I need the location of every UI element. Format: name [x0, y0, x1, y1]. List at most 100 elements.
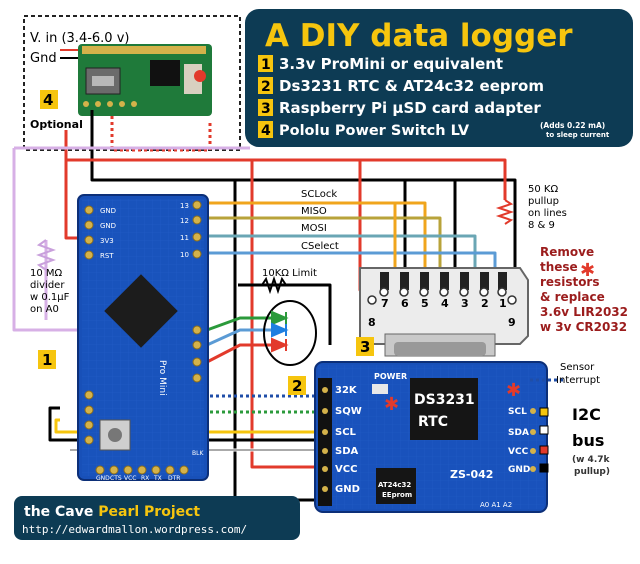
rtc-chip-label-2: RTC — [418, 414, 448, 430]
promini-badge — [38, 350, 56, 369]
promini-board: GND GND 3V3 RST 13 12 11 10 Pro Mini BLK… — [77, 194, 209, 482]
divider-line: 10 MΩ — [30, 268, 63, 279]
rtc-pin-label: 32K — [335, 385, 358, 396]
power-switch-badge-num: 4 — [43, 91, 53, 109]
rtc-pin-label: SQW — [335, 406, 362, 417]
footer-title-a: the Cave — [24, 504, 98, 520]
divider-line: w 0.1µF — [30, 292, 70, 303]
remove-line: resistors — [540, 275, 600, 289]
i2c-legend: I2C bus (w 4.7k pullup) — [539, 405, 611, 477]
part-num: 1 — [261, 57, 271, 73]
promini-badge-num: 1 — [42, 351, 52, 369]
sd-pin-label: 1 — [499, 297, 507, 310]
pullup-line: pullup — [528, 196, 559, 207]
part-num: 3 — [261, 101, 271, 117]
sensor-interrupt-line: Interrupt — [556, 375, 600, 386]
sd-badge-num: 3 — [360, 338, 370, 356]
part-label: Raspberry Pi µSD card adapter — [279, 99, 541, 117]
remove-line: Remove — [540, 245, 594, 259]
promini-bottom-pin: RX — [141, 475, 149, 482]
i2c-line: I2C — [572, 405, 601, 424]
rtc-chip-label: DS3231 — [414, 392, 475, 408]
sd-edge-pin-left: 8 — [368, 316, 376, 329]
part-badge — [258, 55, 273, 72]
pullup-line: 8 & 9 — [528, 220, 555, 231]
divider-line: on A0 — [30, 304, 59, 315]
rtc-right-pin-label: SDA — [508, 428, 529, 438]
spi-mosi-label: MOSI — [301, 223, 327, 234]
divider-resistor — [36, 239, 56, 271]
sd-pin-label: 2 — [481, 297, 489, 310]
sd-pin-label: 5 — [421, 297, 429, 310]
part-label: Pololu Power Switch LV — [279, 123, 470, 139]
limit-resistor — [261, 275, 287, 295]
pololu-switch-board — [78, 44, 212, 116]
asterisk-icon: ✱ — [384, 394, 399, 415]
rtc-eeprom-label: AT24c32 — [378, 481, 411, 489]
asterisk-icon: ✱ — [506, 380, 521, 401]
footer-title-b: Pearl — [98, 504, 139, 520]
rtc-board: 32K SQW SCL SDA VCC GND POWER DS3231 RTC… — [314, 361, 548, 513]
sd-pin-label: 3 — [461, 297, 469, 310]
promini-pin-label: 11 — [180, 234, 189, 242]
spi-miso-label: MISO — [301, 206, 327, 217]
footer-title: the Cave Pearl Project — [24, 504, 200, 520]
remove-line: 3.6v LIR2032 — [540, 305, 628, 319]
part-label: 3.3v ProMini or equivalent — [279, 55, 503, 73]
promini-label: Pro Mini — [157, 360, 167, 396]
footer: the Cave Pearl Project http://edwardmall… — [14, 496, 300, 540]
pullup-resistor — [495, 199, 515, 225]
rtc-right-pin-label: GND — [508, 465, 530, 475]
sensor-interrupt-line: Sensor — [560, 362, 595, 373]
sensor-interrupt: Sensor Interrupt — [530, 362, 600, 386]
vin-label: V. in (3.4-6.0 v) — [30, 31, 129, 46]
promini-pin-label: 10 — [180, 251, 189, 259]
part-badge — [258, 77, 273, 94]
remove-line: w 3v CR2032 — [540, 320, 627, 334]
spi-sclock-label: SCLock — [301, 189, 337, 200]
divider-line: divider — [30, 280, 65, 291]
part-num: 4 — [261, 123, 271, 139]
rtc-pin-label: VCC — [335, 464, 357, 475]
promini-bottom-pin: TX — [153, 475, 162, 482]
sd-pin-label: 6 — [401, 297, 409, 310]
rtc-addr-label: A0 A1 A2 — [480, 501, 512, 509]
gnd-label: Gnd — [30, 51, 57, 66]
part-num: 2 — [261, 79, 271, 95]
sd-adapter: 7 6 5 4 3 2 1 8 9 — [359, 267, 529, 357]
promini-pin-label: 12 — [180, 217, 189, 225]
promini-pin-label: GND — [100, 207, 116, 215]
footer-url[interactable]: http://edwardmallon.wordpress.com/ — [22, 523, 247, 536]
asterisk-icon: ✱ — [580, 260, 595, 281]
divider-label: 10 MΩ divider w 0.1µF on A0 — [30, 268, 70, 315]
sd-badge — [356, 337, 374, 356]
i2c-line: bus — [572, 431, 604, 450]
part-label: Ds3231 RTC & AT24c32 eeprom — [279, 77, 544, 95]
promini-pin-label: 13 — [180, 202, 189, 210]
footer-title-c: Project — [139, 504, 200, 520]
rtc-model-label: ZS-042 — [450, 468, 493, 481]
pullup-line: on lines — [528, 208, 567, 219]
promini-pin-label: RST — [100, 252, 114, 260]
power-switch-badge — [40, 90, 58, 109]
part-badge — [258, 99, 273, 116]
led-limit-label: 10KΩ Limit — [262, 268, 317, 279]
title-panel: A DIY data logger 1 3.3v ProMini or equi… — [245, 9, 633, 147]
rtc-right-pin-label: SCL — [508, 407, 527, 417]
rtc-badge-num: 2 — [292, 377, 302, 395]
promini-bottom-pin: BLK — [192, 450, 204, 457]
remove-note: Remove these ✱ resistors & replace 3.6v … — [540, 245, 628, 334]
page-title: A DIY data logger — [265, 18, 573, 54]
promini-bottom-pin: DTR — [168, 475, 180, 482]
spi-cselect-label: CSelect — [301, 241, 339, 252]
promini-pin-label: 3V3 — [100, 237, 114, 245]
remove-line: these — [540, 260, 578, 274]
sd-pin-label: 4 — [441, 297, 449, 310]
rtc-pin-label: SCL — [335, 427, 357, 438]
promini-bottom-pin: CTS — [110, 475, 122, 482]
promini-pin-label: GND — [100, 222, 116, 230]
pullup-line: 50 KΩ — [528, 184, 558, 195]
rtc-power-label: POWER — [374, 372, 407, 381]
promini-bottom-pin: VCC — [124, 475, 136, 482]
